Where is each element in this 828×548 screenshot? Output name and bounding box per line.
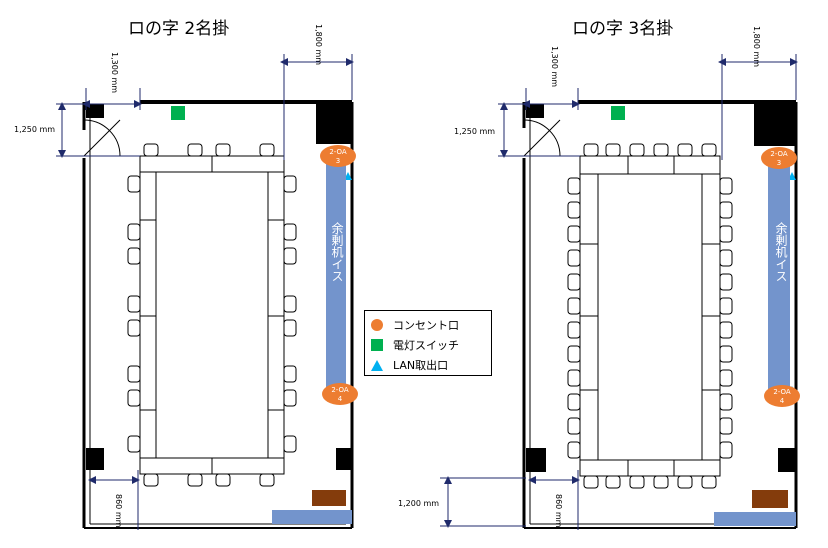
plan-title-left: ロの字 2名掛 <box>128 19 230 39</box>
chairs <box>567 143 733 489</box>
outlet-icon <box>764 385 800 407</box>
outlet-label: 4 <box>338 395 343 403</box>
dim-bottom-depth: 1,200 mm <box>398 499 439 508</box>
pillar <box>526 104 544 118</box>
storage-bar <box>714 512 796 526</box>
outlet-label: 3 <box>336 157 340 165</box>
dim-door-width: 1,300 mm <box>110 52 119 93</box>
green-square-icon <box>371 339 383 351</box>
dim-bottom-gap: 860 mm <box>554 494 563 528</box>
cabinet <box>752 490 788 508</box>
dimension-lines <box>56 54 354 530</box>
spare-area-label-right: 余剰机イス <box>774 222 788 282</box>
light-switch-icon <box>171 106 185 120</box>
floor-plan-right: 1,300 mm 1,800 mm 1,250 mm 860 mm 1,200 … <box>398 26 800 530</box>
light-switch-icon <box>611 106 625 120</box>
pillar <box>316 102 352 144</box>
pillar <box>754 102 796 146</box>
pillar <box>526 448 546 472</box>
pillar <box>86 104 104 118</box>
door <box>523 119 561 157</box>
spare-furniture-area <box>326 164 346 390</box>
outlet-label: 2-OA <box>329 148 347 156</box>
dim-bottom-gap: 860 mm <box>114 494 123 528</box>
chairs <box>127 143 297 487</box>
outlet-label: 4 <box>780 397 785 405</box>
table-arrangement <box>579 155 721 477</box>
outlet-label: 3 <box>777 159 781 167</box>
door <box>83 119 121 157</box>
spare-area-label-left: 余剰机イス <box>330 222 344 282</box>
pillar <box>86 448 104 470</box>
legend-item-outlet: コンセント口 <box>371 317 459 333</box>
floor-plan-left: 1,300 mm 1,800 mm 1,250 mm 860 mm 2-OA 3… <box>14 24 358 530</box>
dimension-lines <box>440 54 798 530</box>
dim-door-width: 1,300 mm <box>550 46 559 87</box>
legend-label: LAN取出口 <box>393 359 449 372</box>
blue-triangle-icon <box>371 359 383 371</box>
legend-item-lan: LAN取出口 <box>371 357 448 373</box>
pillar <box>778 448 796 472</box>
spare-furniture-area <box>768 164 790 390</box>
dim-door-depth: 1,250 mm <box>14 125 55 134</box>
outlet-label: 2-OA <box>773 388 791 396</box>
legend: コンセント口 電灯スイッチ LAN取出口 <box>364 310 492 376</box>
pillar <box>336 448 352 470</box>
outlet-label: 2-OA <box>331 386 349 394</box>
orange-circle-icon <box>371 319 383 331</box>
plan-title-right: ロの字 3名掛 <box>572 19 674 39</box>
outlet-icon <box>322 383 358 405</box>
table-arrangement <box>139 155 285 475</box>
legend-label: 電灯スイッチ <box>393 339 459 352</box>
legend-item-switch: 電灯スイッチ <box>371 337 459 353</box>
storage-bar <box>272 510 352 524</box>
dim-door-depth: 1,250 mm <box>454 127 495 136</box>
dim-right-gap: 1,800 mm <box>314 24 323 65</box>
cabinet <box>312 490 346 506</box>
outlet-icon <box>320 145 356 167</box>
outlet-label: 2-OA <box>770 150 788 158</box>
legend-label: コンセント口 <box>393 319 459 332</box>
dim-right-gap: 1,800 mm <box>752 26 761 67</box>
outlet-icon <box>761 147 797 169</box>
